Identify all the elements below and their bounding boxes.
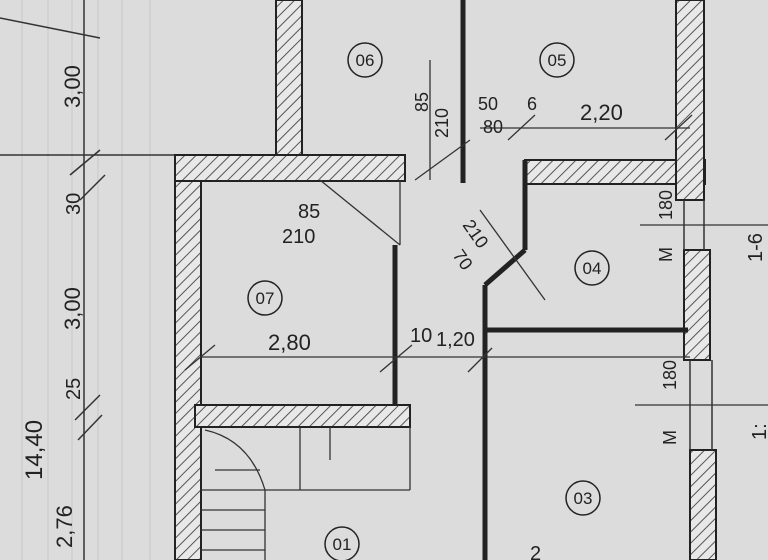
room-06-label: 06 <box>356 51 375 70</box>
dim-room05-width: 2,20 <box>580 100 623 125</box>
dim-left-total: 14,40 <box>21 420 48 480</box>
room-07: 07 <box>247 280 283 316</box>
walls <box>174 0 717 560</box>
dimension-leaders <box>184 60 768 560</box>
dim-left-300-top: 3,00 <box>60 65 85 108</box>
paper-grid <box>0 0 170 560</box>
dim-bottom-fragment: 2 <box>530 543 541 560</box>
dimension-texts: 14,40 2,76 3,00 3,00 30 25 85 210 50 80 … <box>21 65 768 560</box>
dim-door-top-f: 6 <box>527 94 537 114</box>
dim-room07-door-w: 85 <box>298 201 320 223</box>
room-06: 06 <box>347 42 383 78</box>
room-04-label: 04 <box>583 259 602 278</box>
dim-m-a: M <box>656 247 676 262</box>
room-04: 04 <box>574 250 610 286</box>
room-03-label: 03 <box>574 489 593 508</box>
dim-left-25: 25 <box>63 378 85 400</box>
windows <box>683 200 713 450</box>
dim-door-top-e: 80 <box>483 117 503 137</box>
room-05-label: 05 <box>548 51 567 70</box>
dim-left-30: 30 <box>63 193 85 215</box>
dim-door-top-c: 50 <box>478 94 498 114</box>
room-07-label: 07 <box>256 289 275 308</box>
dim-room07-door-h: 210 <box>282 226 315 248</box>
room-03: 03 <box>565 480 601 516</box>
dim-left-300-mid: 3,00 <box>60 287 85 330</box>
room-01-label: 01 <box>333 535 352 554</box>
dim-mid2: 1,20 <box>436 329 475 351</box>
dim-m-b: M <box>660 430 680 445</box>
dim-door-top-a: 85 <box>412 92 432 112</box>
room-01: 01 <box>324 526 360 560</box>
dim-win-b: 180 <box>660 360 680 390</box>
dim-door-top-b: 210 <box>432 108 452 138</box>
dim-diag-door2: 70 <box>449 246 477 274</box>
dim-room07-width: 2,80 <box>268 330 311 355</box>
dim-left-sub: 2,76 <box>52 505 77 548</box>
dim-right-b: 1: <box>749 423 768 440</box>
partitions <box>392 0 688 560</box>
dim-mid: 10 <box>410 325 432 347</box>
dim-win-a: 180 <box>656 190 676 220</box>
left-dimension-lines <box>0 0 175 560</box>
room-05: 05 <box>539 42 575 78</box>
dim-right-a: 1-6 <box>745 233 767 262</box>
